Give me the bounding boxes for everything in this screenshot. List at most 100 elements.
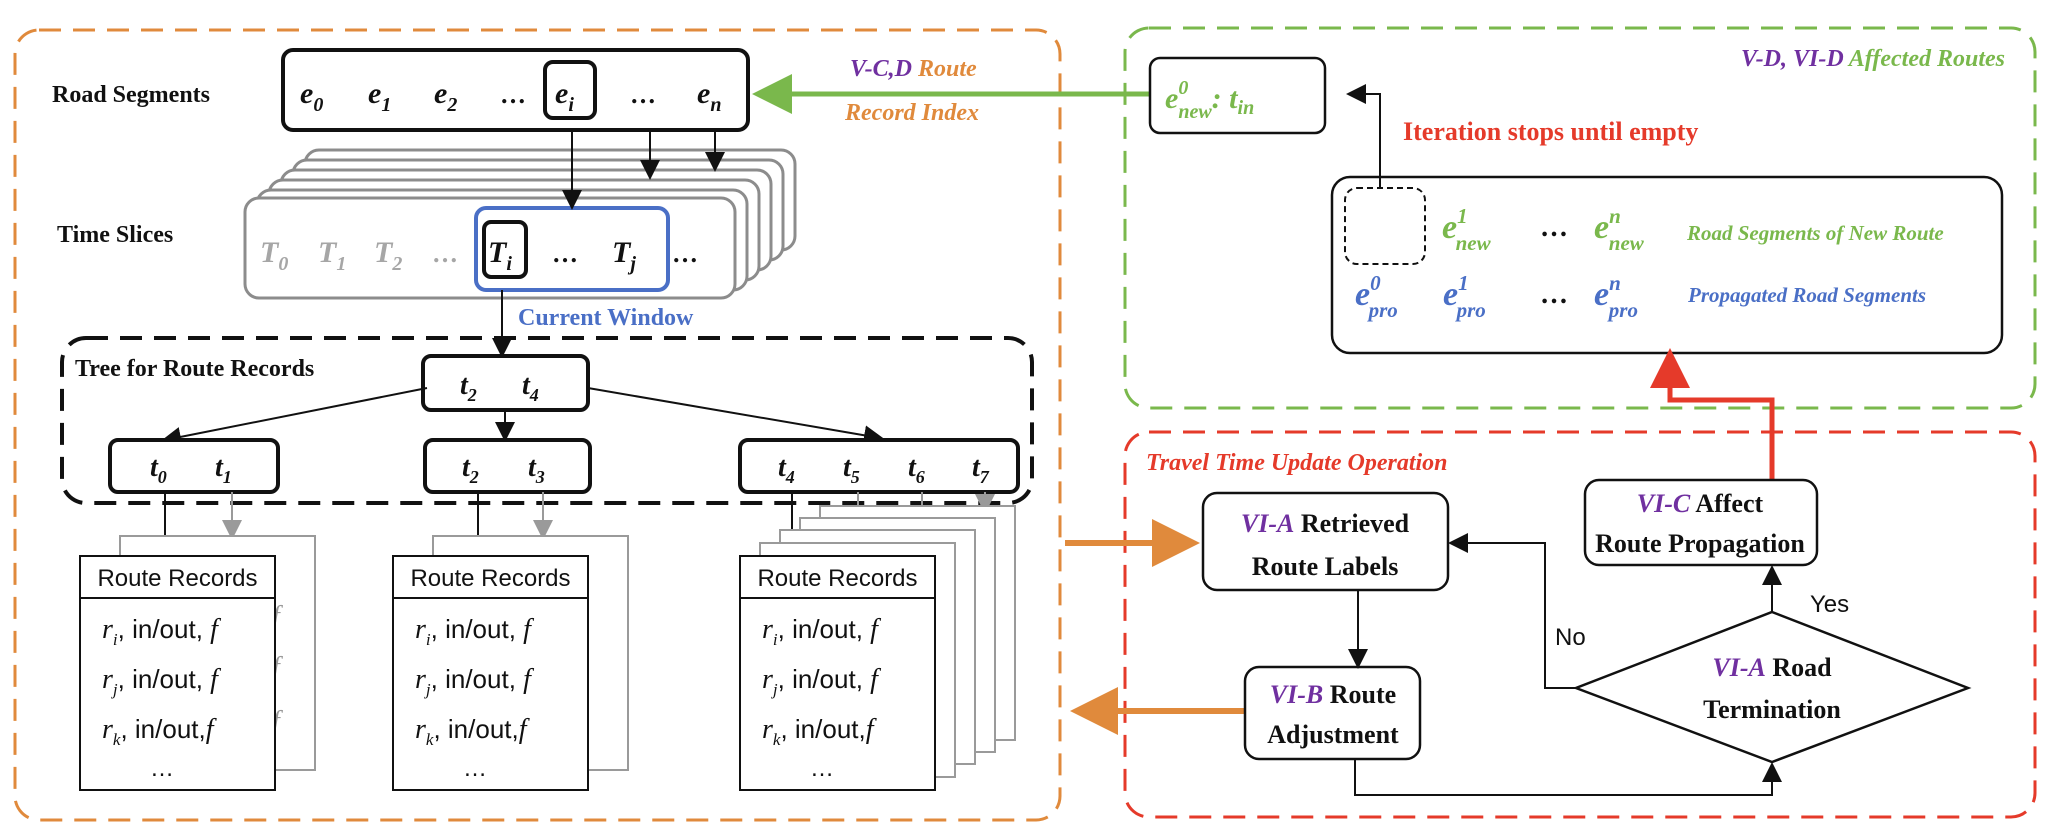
record-row: rk, in/out,f: [762, 714, 877, 749]
tree-root-key: t2: [460, 370, 477, 405]
tree-leaf-key: t4: [778, 452, 795, 487]
road-segment: e2: [434, 77, 457, 116]
termination-diamond: [1572, 610, 1972, 764]
time-slice: Tj: [612, 236, 636, 275]
road-segment: ei: [555, 77, 574, 116]
adjust-line1: VI-B Route: [1270, 680, 1396, 709]
tree-leaf-2: [738, 438, 1020, 494]
affect-line2: Route Propagation: [1595, 529, 1805, 558]
record-table-2: Route Records ri, in/out, f rj, in/out, f r…: [739, 505, 1016, 791]
term-line2: Termination: [1703, 695, 1841, 724]
current-window-label: Current Window: [518, 305, 694, 331]
time-slice: Ti: [488, 236, 512, 275]
road-segment-ellipsis: …: [500, 80, 526, 109]
tree-leaf-key: t1: [215, 452, 232, 487]
record-table-header: Route Records: [757, 565, 917, 592]
retrieved-line2: Route Labels: [1252, 552, 1399, 581]
yes-label: Yes: [1810, 591, 1849, 618]
term-line1: VI-A Road: [1712, 653, 1832, 682]
iteration-note: Iteration stops until empty: [1403, 117, 1698, 146]
time-slice-ellipsis: …: [672, 239, 698, 268]
update-title: Travel Time Update Operation: [1146, 450, 1448, 476]
tree-leaf-key: t7: [972, 452, 990, 487]
tree-leaf-key: t2: [462, 452, 479, 487]
tree-label: Tree for Route Records: [75, 356, 314, 382]
pro-label: Propagated Road Segments: [1687, 283, 1926, 307]
time-slice: T1: [318, 236, 346, 275]
time-slices-label: Time Slices: [57, 222, 173, 248]
adjust-line2: Adjustment: [1267, 720, 1399, 749]
record-row: ri, in/out, f: [762, 614, 881, 649]
tree-root-key: t4: [522, 370, 539, 405]
tree-leaf-key: t0: [150, 452, 167, 487]
record-table-front: [392, 555, 589, 791]
retrieved-line1: VI-A Retrieved: [1241, 509, 1410, 538]
record-table-1: Route Records ri, in/out, f rj, in/out, f r…: [392, 535, 629, 791]
tree-root-node: [421, 354, 590, 412]
left-panel-border: [13, 28, 1062, 822]
time-slice-ellipsis: …: [432, 239, 458, 268]
highlighted-slice-ti: [482, 220, 528, 279]
record-index-label-line1: V-C,D Route: [850, 56, 977, 82]
record-index-label-line2: Record Index: [844, 100, 979, 126]
affect-box: [1583, 478, 1819, 567]
propagation-arrow: [1650, 348, 1775, 480]
record-row: rk, in/out,f: [415, 714, 530, 749]
road-segment: en: [697, 77, 721, 116]
tree-leaf-key: t5: [843, 452, 860, 487]
edge-root-left: [161, 387, 428, 447]
record-table-header: Route Records: [97, 565, 257, 592]
update-panel-border: [1123, 430, 2037, 819]
no-label: No: [1555, 624, 1586, 651]
new-route-ellipsis: …: [1540, 212, 1568, 243]
record-table-header: Route Records: [410, 565, 570, 592]
record-row: rk, in/out,f: [102, 714, 217, 749]
record-row: ri, in/out, f: [102, 614, 221, 649]
adjust-box: [1243, 665, 1422, 761]
record-ellipsis: …: [810, 755, 834, 782]
iteration-arrow: [1346, 84, 1381, 188]
tree-leaf-1: [423, 438, 592, 494]
road-segment: e1: [368, 77, 391, 116]
tree-leaf-key: t6: [908, 452, 925, 487]
affected-panel-border: [1123, 26, 2037, 410]
record-ellipsis: …: [150, 755, 174, 782]
time-slice: T0: [260, 236, 288, 275]
road-segment-items: e0 e1 e2 … ei … en: [300, 77, 721, 116]
time-slice: T2: [374, 236, 402, 275]
record-table-front: [739, 555, 936, 791]
empty-slot: [1344, 187, 1426, 265]
tree-leaf-keys: t0 t1 t2 t3 t4 t5 t6 t7: [150, 452, 990, 487]
record-back-f: f: [272, 601, 283, 632]
record-row: rj, in/out, f: [762, 664, 881, 699]
road-segment: e0: [300, 77, 323, 116]
highlighted-segment-ei: [543, 60, 597, 120]
tree-root-keys: t2 t4: [460, 370, 539, 405]
tree-leaf-key: t3: [528, 452, 545, 487]
record-row: ri, in/out, f: [415, 614, 534, 649]
record-ellipsis: …: [463, 755, 487, 782]
flow-adjust-to-term: [1354, 759, 1782, 796]
record-table-front: [79, 555, 276, 791]
record-back-f: f: [272, 706, 283, 737]
pro-ellipsis: …: [1540, 279, 1568, 310]
new-route-label: Road Segments of New Route: [1686, 221, 1944, 245]
record-row: rj, in/out, f: [415, 664, 534, 699]
tree-leaf-0: [108, 438, 280, 494]
affect-line1: VI-C Affect: [1637, 489, 1764, 518]
record-row: rj, in/out, f: [102, 664, 221, 699]
new-entry-box: [1148, 56, 1327, 135]
record-back-f: f: [272, 652, 283, 683]
edge-root-right: [587, 387, 884, 446]
road-segment-ellipsis: …: [630, 80, 656, 109]
